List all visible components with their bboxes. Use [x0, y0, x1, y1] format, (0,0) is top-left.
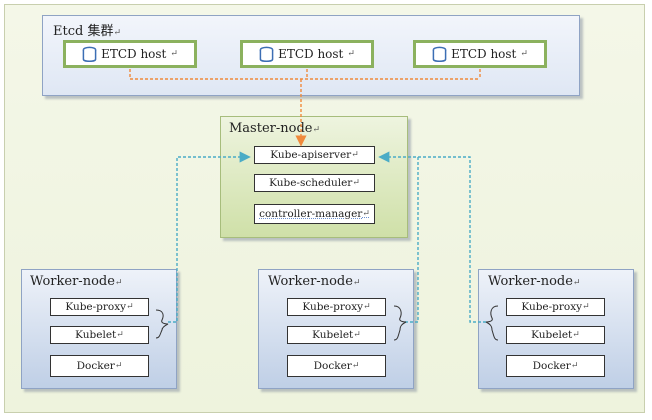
- brace-worker-3: [485, 305, 499, 341]
- etcd-host-label: ETCD host: [101, 47, 167, 61]
- etcd-link: [129, 69, 481, 147]
- kube-proxy-box-2: Kube-proxy↵: [287, 298, 386, 316]
- kubelet-box-3: Kubelet↵: [506, 326, 605, 344]
- etcd-cluster-title: Etcd 集群↵: [53, 24, 121, 39]
- etcd-host-1: ETCD host↵: [63, 40, 197, 68]
- docker-box-3: Docker↵: [506, 355, 605, 377]
- group-brace: [155, 305, 499, 341]
- worker-node-title-3: Worker-node↵: [488, 274, 581, 289]
- docker-box-1: Docker↵: [50, 355, 149, 377]
- database-icon: [82, 46, 97, 62]
- etcd-host-label: ETCD host: [451, 47, 517, 61]
- kubelet-box-1: Kubelet↵: [50, 326, 149, 344]
- worker-node-title-2: Worker-node↵: [268, 274, 361, 289]
- etcd-host-2: ETCD host↵: [240, 40, 374, 68]
- kube-proxy-box-3: Kube-proxy↵: [506, 298, 605, 316]
- master-node-title: Master-node↵: [229, 121, 321, 136]
- kube-proxy-box-1: Kube-proxy↵: [50, 298, 149, 316]
- brace-worker-2: [393, 305, 407, 341]
- worker-link-2: [378, 151, 419, 323]
- worker-node-title-1: Worker-node↵: [30, 274, 123, 289]
- etcd-host-3: ETCD host↵: [413, 40, 547, 68]
- brace-worker-1: [155, 309, 169, 339]
- worker-link-3: [418, 156, 486, 323]
- worker-link-1: [168, 151, 251, 323]
- kube-scheduler-box: Kube-scheduler↵: [254, 174, 375, 192]
- controller-manager-box: controller-manager↵: [254, 204, 375, 224]
- worker-link: [168, 151, 486, 323]
- database-icon: [432, 46, 447, 62]
- database-icon: [259, 46, 274, 62]
- kubelet-box-2: Kubelet↵: [287, 326, 386, 344]
- etcd-host-label: ETCD host: [278, 47, 344, 61]
- kube-apiserver-box: Kube-apiserver↵: [254, 146, 375, 164]
- docker-box-2: Docker↵: [287, 355, 386, 377]
